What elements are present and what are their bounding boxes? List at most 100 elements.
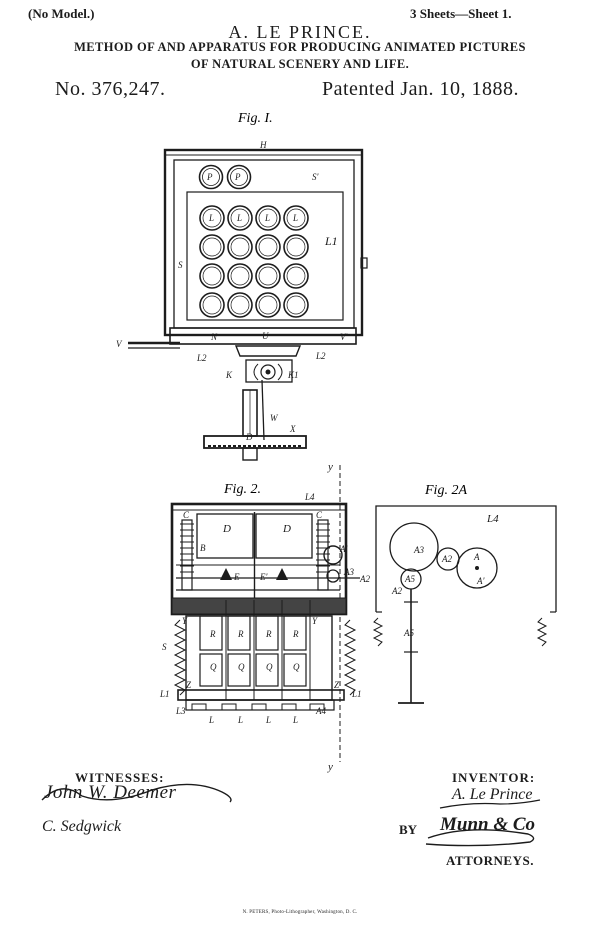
fig1-lens	[255, 205, 281, 231]
fig2-ref: B	[200, 543, 206, 553]
fig2-ref: R	[237, 629, 244, 639]
fig2-ref: Y	[312, 616, 318, 626]
fig1-lens-letter: L	[292, 213, 298, 223]
fig2-reference-letters: L4 C C D D B A' A3 A2 E E' Y Y S R R R R…	[159, 492, 370, 725]
fig2-drum-left	[196, 513, 254, 559]
fig2-ref: E	[233, 572, 240, 582]
patent-date: Patented Jan. 10, 1888.	[322, 78, 520, 100]
fig1-lens	[255, 263, 281, 289]
fig1-lens	[283, 205, 309, 231]
fig2-spring-left	[173, 619, 187, 696]
fig1-ref: S'	[312, 172, 320, 182]
fig2a-ref: A3	[413, 545, 424, 555]
fig2-camera-section	[170, 502, 360, 711]
fig2a-wheel-a	[456, 547, 498, 589]
fig1-lens-inner	[202, 295, 222, 315]
fig2-ref: Q	[266, 662, 273, 672]
fig1-lens-inner	[286, 266, 306, 286]
fig2-ref: S	[162, 642, 167, 652]
fig2-chamber-q	[227, 653, 251, 687]
title-line-2: OF NATURAL SCENERY AND LIFE.	[190, 57, 410, 71]
fig1-lens-board	[186, 191, 344, 321]
witnesses-heading: WITNESSES:	[75, 770, 165, 785]
fig2a-reference-letters: L4 A3 A2 A A' A5 A2 A5	[391, 513, 499, 638]
fig2-ref: D	[222, 523, 231, 535]
fig2a-ref: A2	[391, 586, 402, 596]
fig1-lens	[227, 292, 253, 318]
by-label: BY	[399, 822, 418, 837]
fig2a-spring-right	[536, 617, 548, 647]
fig1-ref: K1	[287, 370, 299, 380]
fig1-ref: H	[259, 140, 267, 150]
fig1-lens	[199, 263, 225, 289]
model-note: (No Model.)	[28, 6, 95, 21]
fig1-gear-block	[245, 359, 293, 383]
fig2-ref: L	[292, 715, 298, 725]
fig1-ref: P	[234, 172, 241, 182]
fig2a-ref: A5	[404, 574, 415, 584]
fig1-lens-letter: L	[236, 213, 242, 223]
fig1-w-rod	[261, 379, 265, 441]
fig2-lens-ring	[185, 699, 335, 711]
sheets-note: 3 Sheets—Sheet 1.	[410, 6, 512, 21]
fig1-lens	[255, 234, 281, 260]
fig1-lens-inner	[286, 237, 306, 257]
fig2-ref: E'	[259, 572, 268, 582]
fig2-ref: Z	[334, 680, 340, 690]
fig2-ref: R	[265, 629, 272, 639]
title-line-1: METHOD OF AND APPARATUS FOR PRODUCING AN…	[74, 40, 526, 54]
fig1-lens-inner	[230, 295, 250, 315]
fig1-ref: X	[289, 424, 296, 434]
fig1-ref: P	[206, 172, 213, 182]
section-label-top: y	[327, 461, 333, 473]
fig1-ref: L1	[324, 234, 338, 248]
fig1-p-lenses	[198, 164, 252, 190]
fig2-drum-right	[255, 513, 313, 559]
fig1-lens-letter: L	[208, 213, 214, 223]
fig1-reference-letters: H P P S' L1 S V N U V' L2 L2 K K1 W X D	[116, 140, 348, 442]
fig2-ref: Y	[182, 616, 188, 626]
fig2-plate	[171, 597, 347, 615]
section-line-y: y y	[327, 461, 341, 773]
fig2-ref: L1	[159, 689, 170, 699]
fig1-lens-inner	[202, 208, 222, 228]
fig2-bottom-rail	[177, 689, 345, 701]
fig2a-frame	[375, 505, 557, 612]
fig1-lens-inner	[230, 266, 250, 286]
fig1-lens-inner	[202, 237, 222, 257]
fig2-ref: Z	[186, 680, 192, 690]
fig2a-wheel-a3	[389, 522, 439, 572]
attorneys-label: ATTORNEYS.	[446, 853, 534, 868]
fig2a-ref: A	[473, 552, 480, 562]
fig2-cam-right	[276, 568, 288, 580]
fig2-ref: Q	[210, 662, 217, 672]
attorney-signature-flourish	[425, 829, 535, 847]
fig1-lens	[227, 205, 253, 231]
fig1-lens-inner	[258, 208, 278, 228]
fig2a-spring-left	[372, 617, 384, 647]
fig1-outer-case	[163, 148, 364, 337]
witness-signature-2-text: C. Sedgwick	[42, 818, 122, 835]
fig2a-ref: A2	[441, 554, 452, 564]
fig2-chamber-q	[255, 653, 279, 687]
fig1-ref: V'	[340, 332, 348, 342]
fig2-ref: C	[316, 510, 323, 520]
fig1-lens-inner	[230, 237, 250, 257]
attorney-signature-text: Munn & Co	[440, 814, 536, 835]
witness-signature-1-text: John W. Deemer	[44, 782, 177, 803]
fig2-ref: A2	[359, 574, 370, 584]
fig2-cam-left	[220, 568, 232, 580]
fig1-lens	[227, 263, 253, 289]
fig2-ref: Q	[293, 662, 300, 672]
fig1-crank-wheel	[260, 364, 276, 380]
fig1-ref: N	[210, 332, 218, 342]
fig1-lens-inner	[286, 208, 306, 228]
fig1-lens	[283, 263, 309, 289]
witness-signature-1	[41, 783, 232, 803]
fig1-lens-inner	[230, 208, 250, 228]
fig1-lens	[283, 292, 309, 318]
fig1-stand-head	[234, 345, 302, 357]
